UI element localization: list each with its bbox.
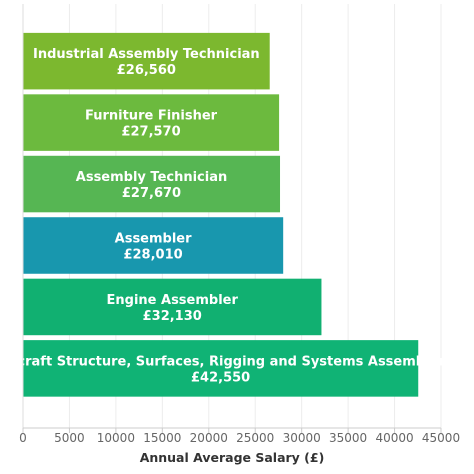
x-tick-label: 25000 — [236, 431, 274, 445]
x-tick-label: 0 — [19, 431, 27, 445]
bar-rect — [23, 217, 284, 274]
x-tick-label: 15000 — [143, 431, 181, 445]
bar-rect — [23, 94, 280, 151]
bar-rect — [23, 32, 270, 90]
x-tick-label: 10000 — [97, 431, 135, 445]
bar-2: Furniture Finisher£27,570 — [23, 94, 280, 151]
bar-value-label: £32,130 — [143, 309, 202, 324]
bar-1: Industrial Assembly Technician£26,560 — [23, 32, 270, 90]
bar-value-label: £42,550 — [191, 370, 250, 385]
x-tick-label: 30000 — [283, 431, 321, 445]
bar-rect — [23, 155, 281, 213]
bar-category-label: Industrial Assembly Technician — [33, 47, 260, 62]
bar-category-label: Assembler — [115, 231, 192, 246]
bar-group: Industrial Assembly Technician£26,560Fur… — [0, 32, 445, 397]
bar-3: Assembly Technician£27,670 — [23, 155, 281, 213]
bar-category-label: Aircraft Structure, Surfaces, Rigging an… — [0, 354, 445, 369]
bar-rect — [23, 278, 322, 336]
bar-category-label: Engine Assembler — [107, 293, 239, 308]
bar-value-label: £27,670 — [122, 186, 181, 201]
bar-rect — [23, 340, 419, 397]
x-tick-label: 20000 — [190, 431, 228, 445]
x-tick-label: 45000 — [422, 431, 460, 445]
x-axis: 0 5000 10000 15000 20000 25000 30000 35000 40000… — [19, 4, 460, 445]
bar-category-label: Assembly Technician — [76, 170, 227, 185]
bar-6: Aircraft Structure, Surfaces, Rigging an… — [0, 340, 445, 397]
bar-value-label: £28,010 — [123, 247, 182, 262]
x-axis-title: Annual Average Salary (£) — [140, 450, 325, 465]
bar-value-label: £27,570 — [121, 125, 180, 140]
bar-4: Assembler£28,010 — [23, 217, 284, 274]
bar-value-label: £26,560 — [117, 63, 176, 78]
bar-category-label: Furniture Finisher — [85, 109, 218, 124]
bar-5: Engine Assembler£32,130 — [23, 278, 322, 336]
x-tick-label: 40000 — [375, 431, 413, 445]
x-tick-label: 5000 — [54, 431, 85, 445]
x-tick-label: 35000 — [329, 431, 367, 445]
